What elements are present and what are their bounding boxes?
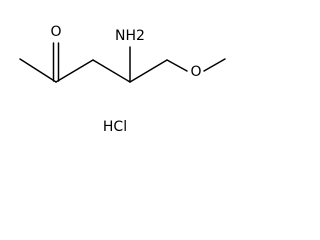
bond-c2-c3 <box>55 59 94 83</box>
ether-oxygen-label: O <box>190 64 201 80</box>
bond-c5-o-ether <box>166 59 188 72</box>
chemical-structure: O NH2 O HCl <box>19 24 226 135</box>
bond-c4-c5 <box>129 59 168 83</box>
bond-c3-c4 <box>92 59 131 83</box>
amine-label: NH2 <box>115 28 145 44</box>
carbonyl-oxygen-label: O <box>50 24 61 40</box>
bond-o-ether-c6 <box>203 58 226 72</box>
hcl-label: HCl <box>103 119 127 135</box>
bond-c1-c2 <box>19 58 57 83</box>
